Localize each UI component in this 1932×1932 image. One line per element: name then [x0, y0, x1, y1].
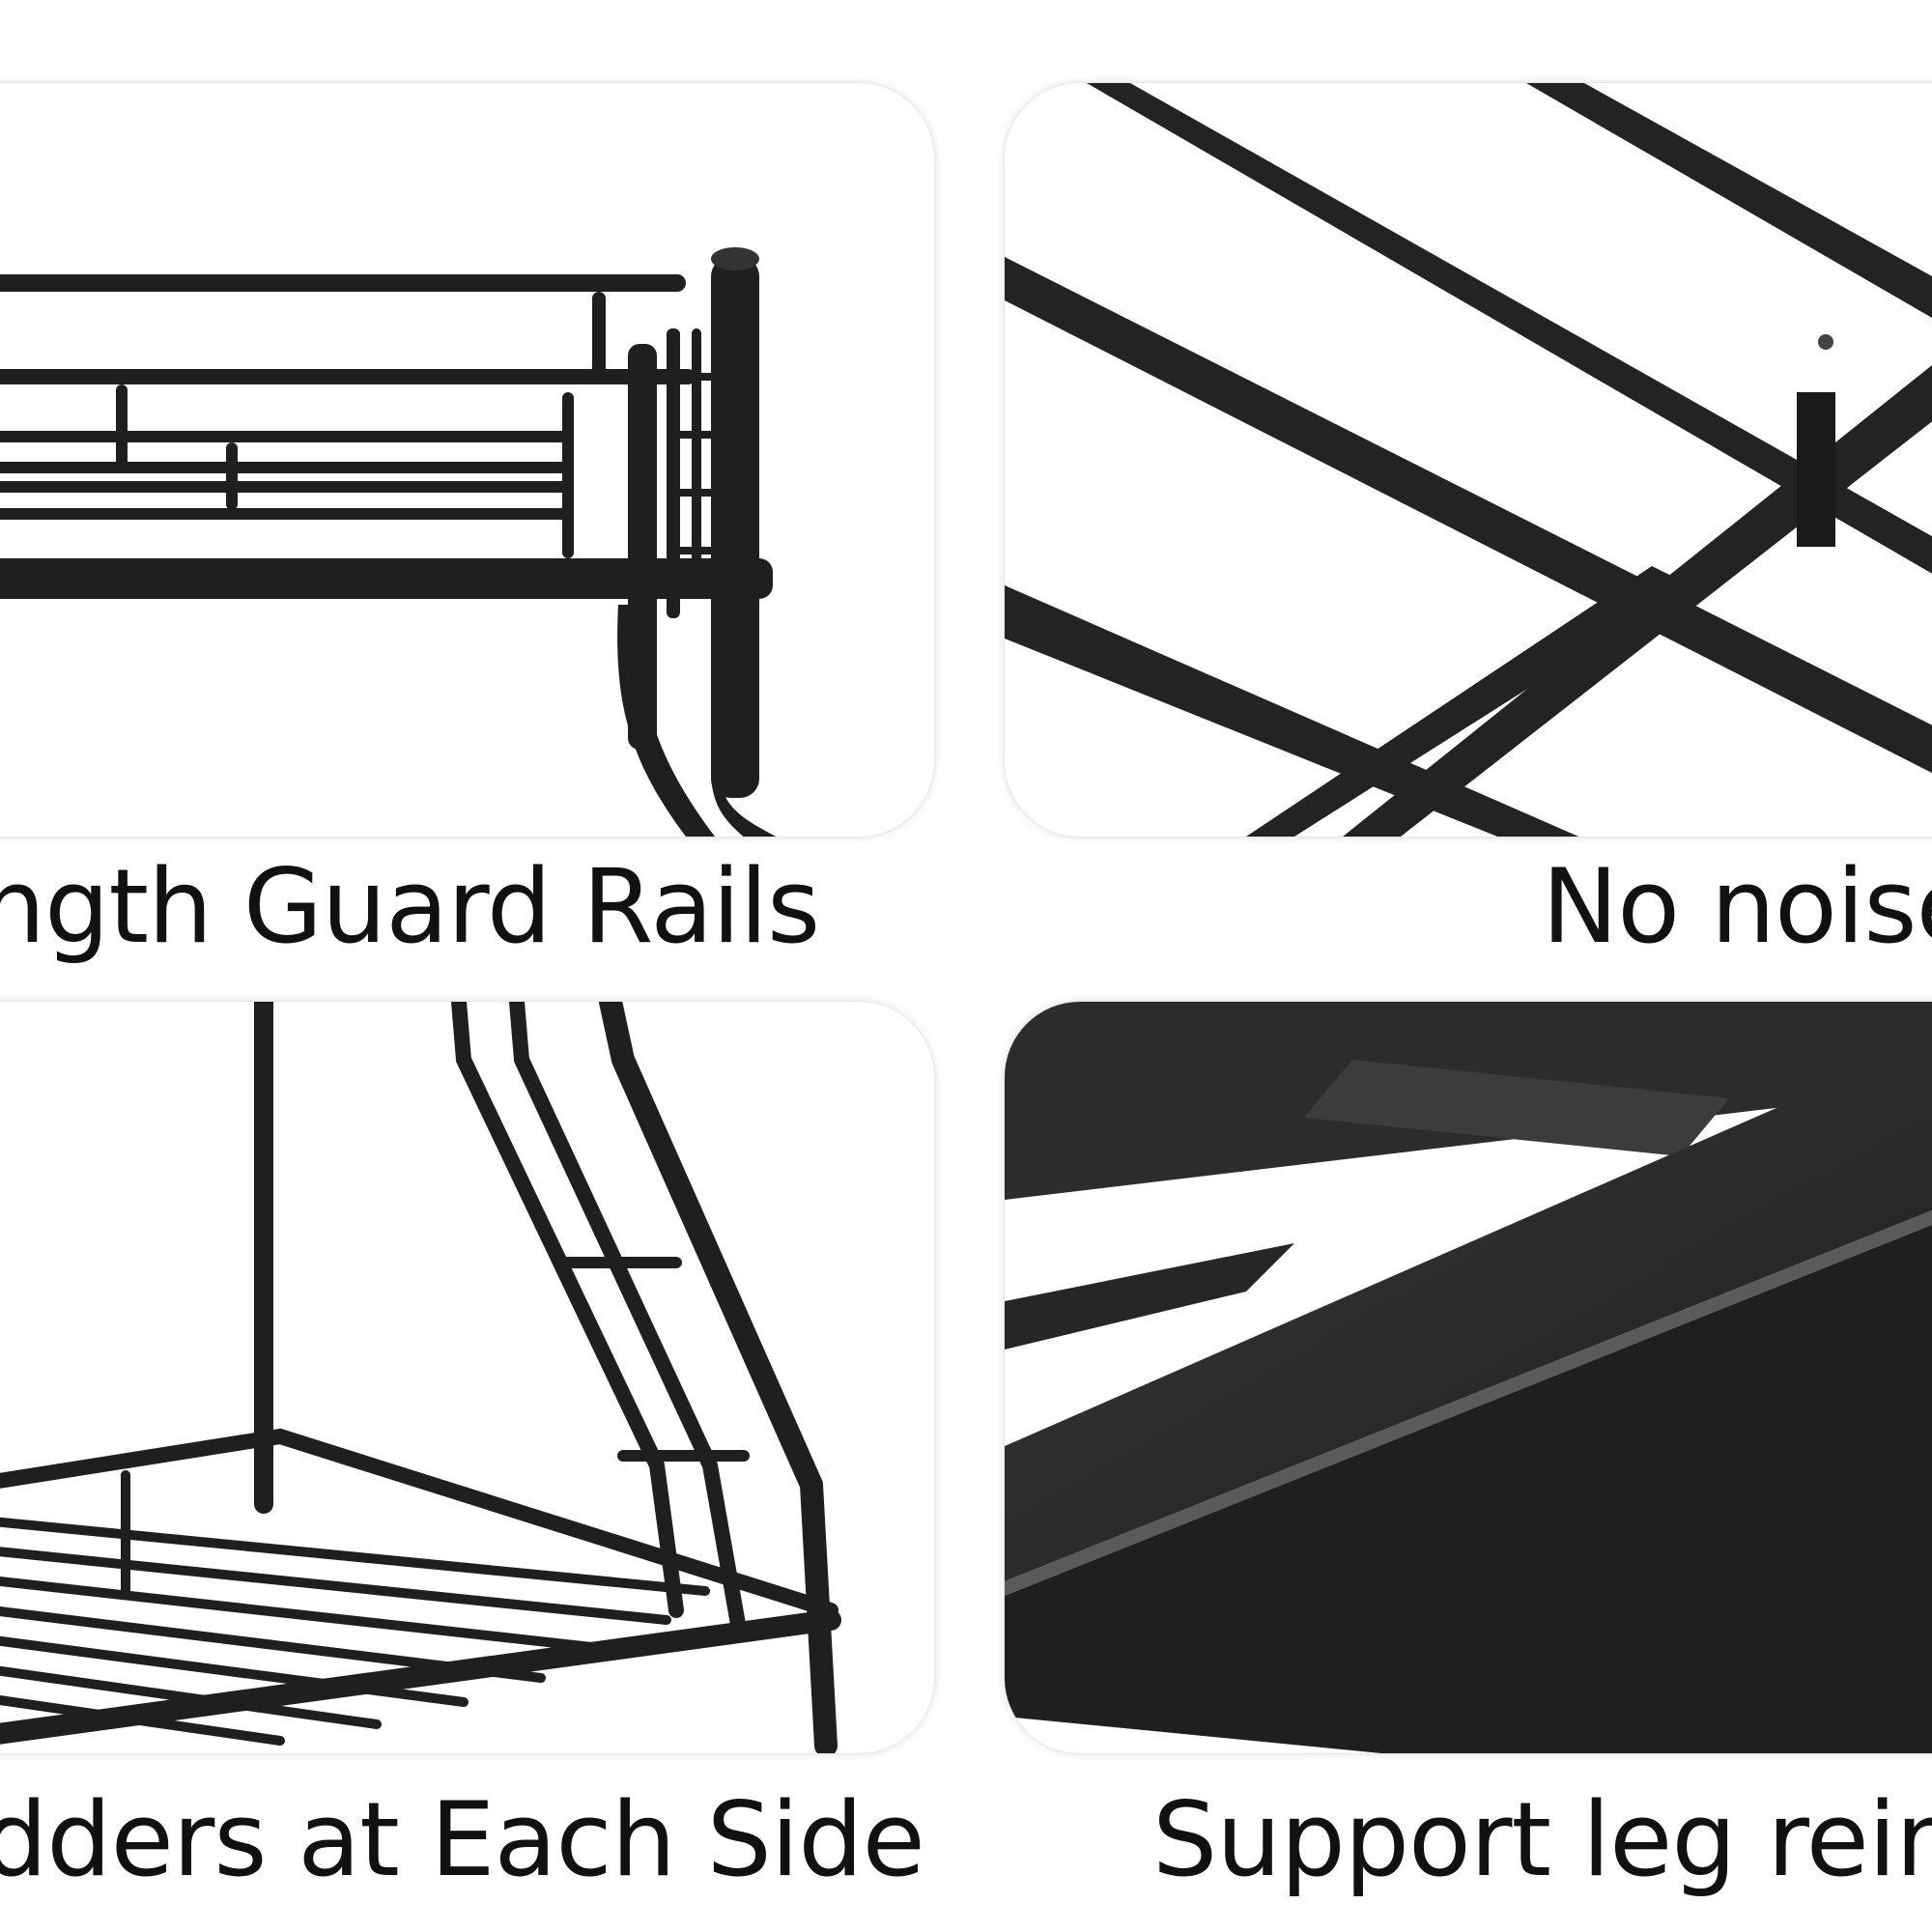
- slat-2: [1005, 257, 1932, 774]
- support-leg-illustration: [1005, 1002, 1932, 1753]
- bottom-frame: [0, 1609, 841, 1745]
- slat-1: [1087, 83, 1932, 574]
- support-leg: [1797, 392, 1835, 547]
- slats-illustration: [1005, 83, 1932, 837]
- no-noise-caption: No noise: [1542, 847, 1932, 966]
- guard-rails-illustration: [0, 247, 777, 837]
- slat-3: [1005, 585, 1579, 837]
- ladders-caption: dders at Each Side: [0, 1780, 925, 1899]
- support-leg-caption: Support leg reinfo: [1152, 1780, 1932, 1899]
- ladders-image-card: [0, 1002, 934, 1753]
- guard-rails-image-card: [0, 83, 934, 837]
- support-leg-crossbar: [1005, 1243, 1294, 1350]
- reinforcement-beam: [1005, 1039, 1932, 1581]
- corner-post: [711, 257, 759, 798]
- no-noise-image-card: [1005, 83, 1932, 837]
- guard-rails-caption: ngth Guard Rails: [0, 847, 820, 966]
- support-leg-image-card: [1005, 1002, 1932, 1753]
- ladder-illustration: [0, 1002, 841, 1753]
- guard-rail-middle: [0, 369, 696, 384]
- side-rail-bottom: [0, 558, 773, 599]
- guard-rail-top: [0, 274, 686, 292]
